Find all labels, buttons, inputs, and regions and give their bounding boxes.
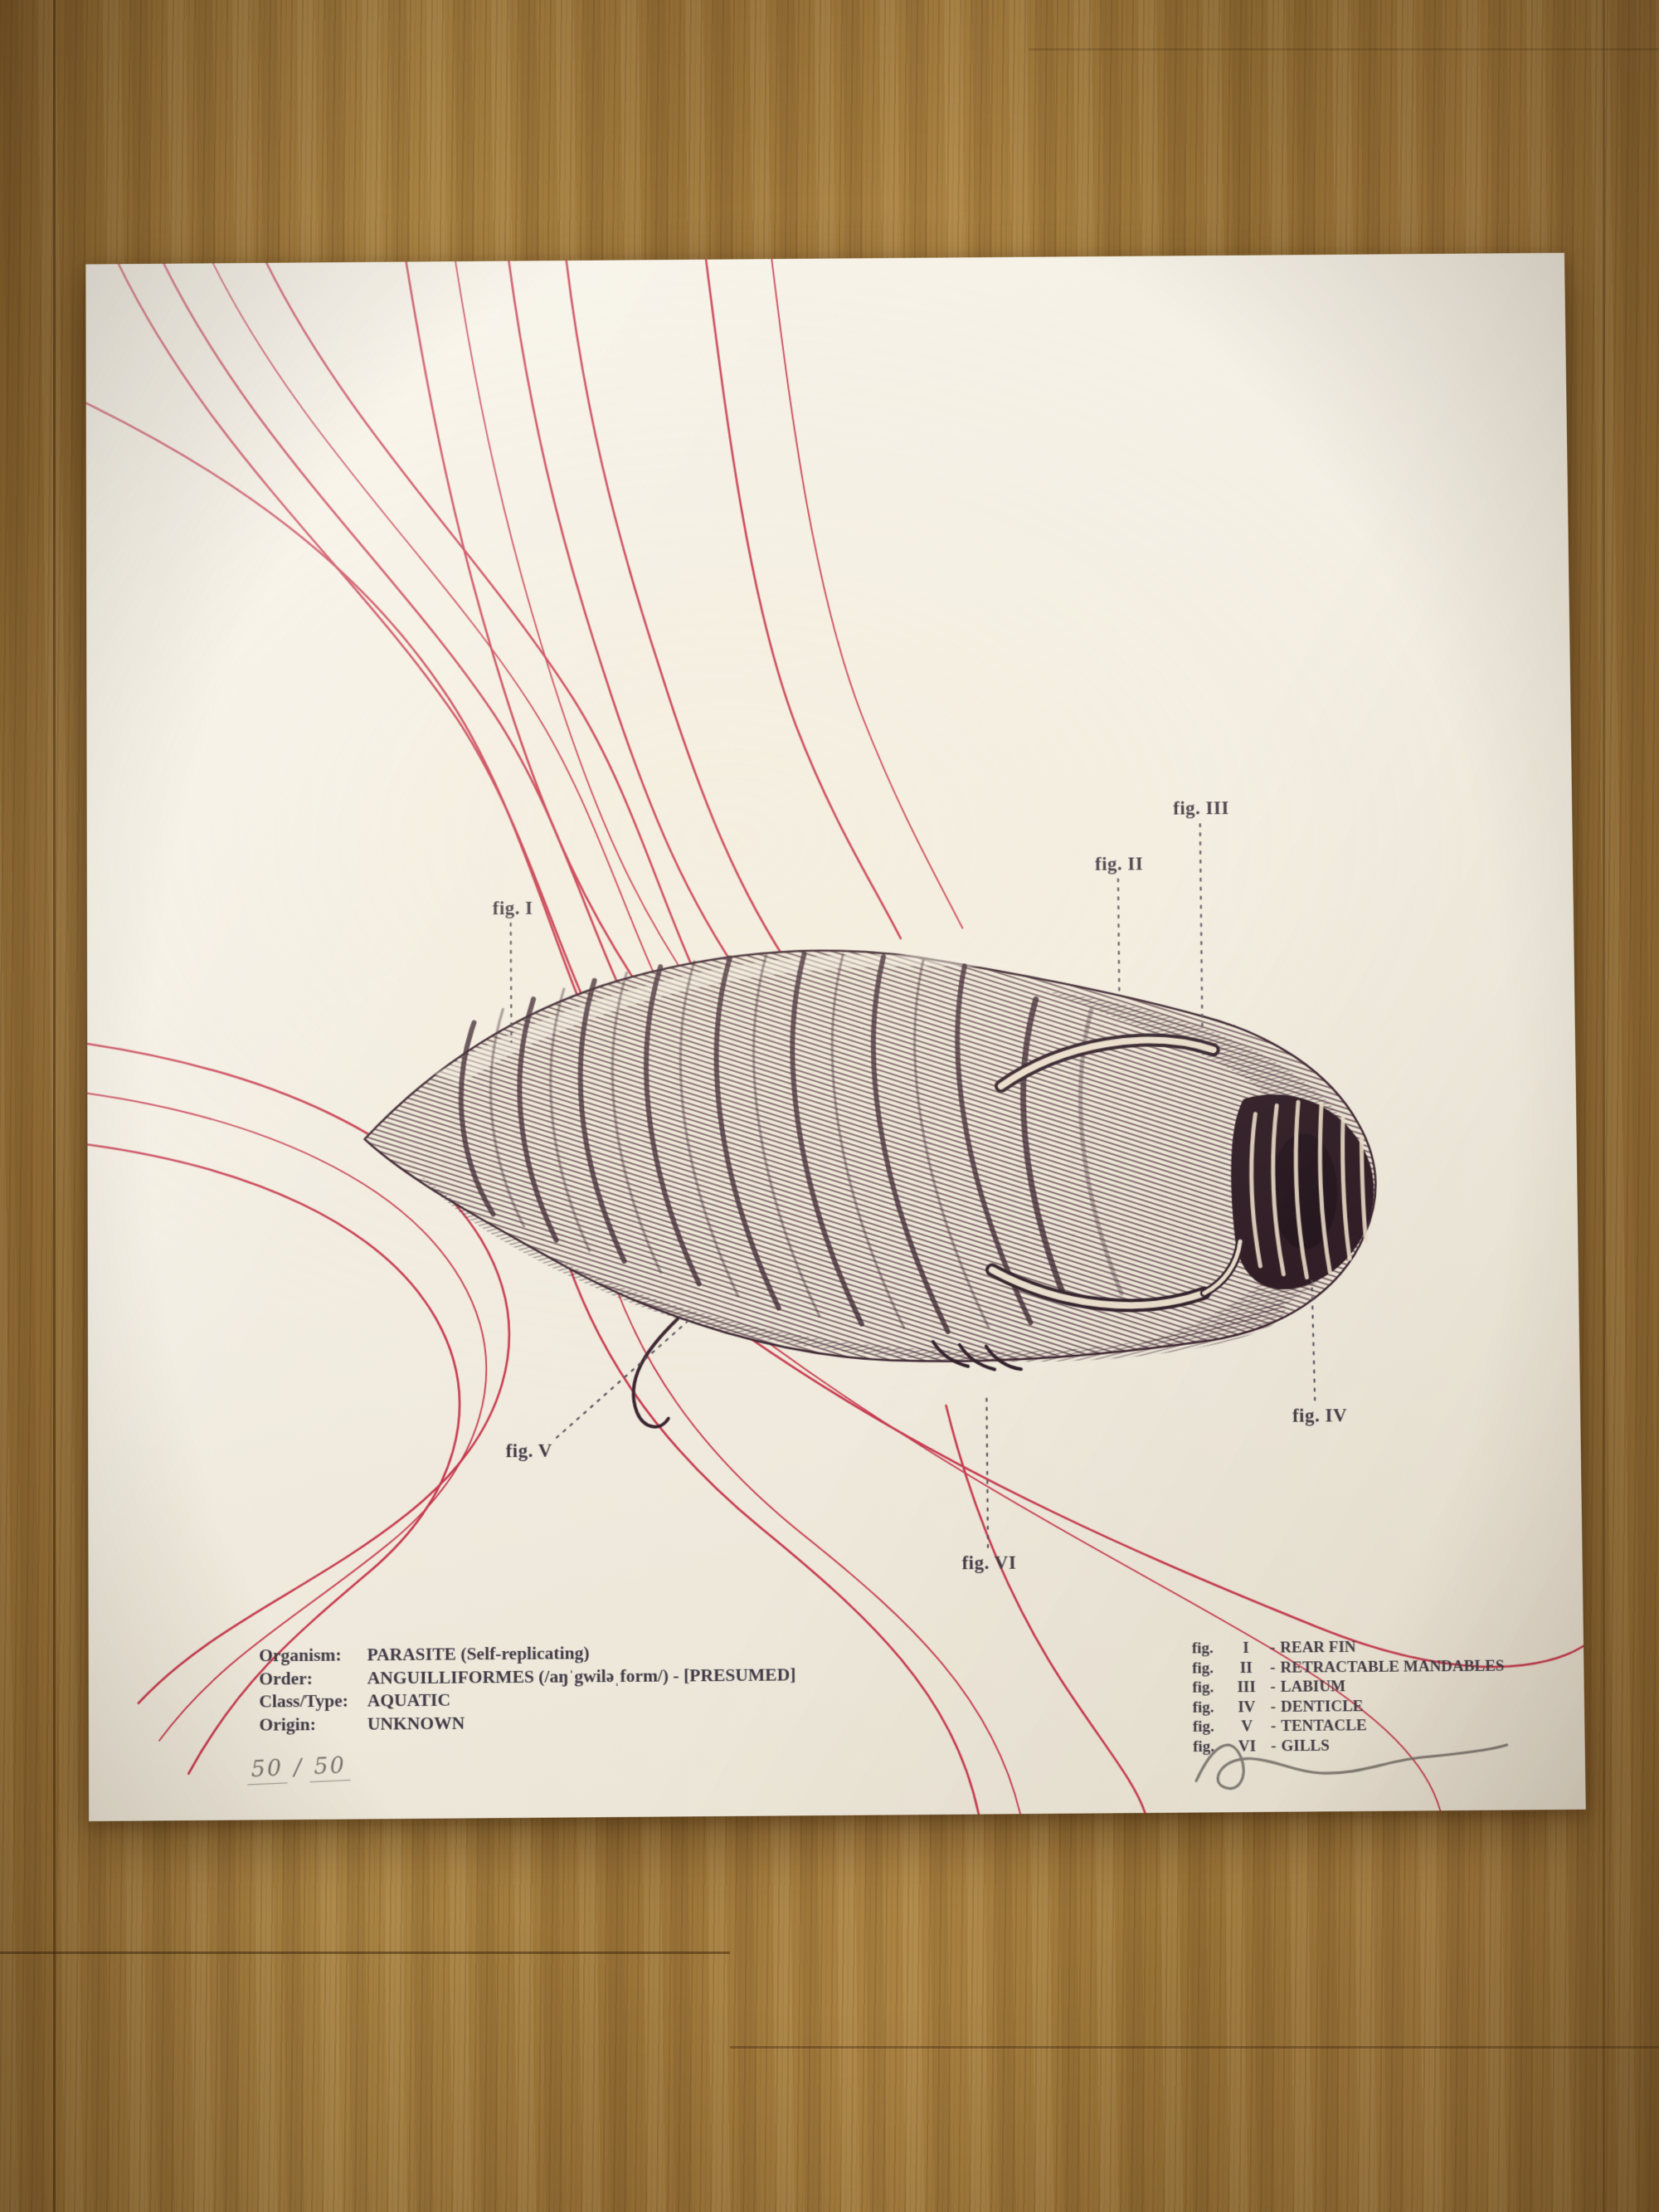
legend-numeral: III <box>1237 1678 1256 1697</box>
red-filament-line <box>86 399 600 1052</box>
taxonomy-row: Origin: UNKNOWN <box>259 1709 795 1737</box>
legend-row: fig. V - TENTACLE <box>1193 1715 1506 1737</box>
legend-numeral: VI <box>1238 1737 1257 1756</box>
legend-fig: fig. <box>1191 1640 1214 1658</box>
plank-seam <box>53 0 56 2212</box>
edition-denominator: 50 <box>309 1752 351 1783</box>
taxonomy-label: Class/Type: <box>259 1690 348 1712</box>
taxonomy-value: PARASITE (Self-replicating) <box>367 1643 590 1665</box>
legend-separator: - <box>1269 1639 1276 1657</box>
legend-name: REAR FIN <box>1280 1638 1356 1657</box>
legend-fig: fig. <box>1192 1659 1214 1678</box>
taxonomy-value: AQUATIC <box>367 1689 451 1711</box>
red-filament-line <box>455 260 697 996</box>
parasite-illustration <box>364 947 1379 1430</box>
red-filament-line <box>706 258 901 940</box>
mandible-limb <box>989 1267 1209 1309</box>
legend-separator: - <box>1270 1659 1276 1677</box>
leader-line-fig-2 <box>1118 879 1119 996</box>
art-print-paper: fig. I fig. II fig. III fig. IV fig. V f… <box>85 252 1586 1822</box>
legend-fig: fig. <box>1192 1698 1214 1717</box>
red-filament-line <box>508 259 747 987</box>
legend-row: fig. III - LABIUM <box>1192 1676 1505 1698</box>
fig-label-5: fig. V <box>505 1440 552 1462</box>
legend-numeral: V <box>1241 1717 1253 1736</box>
artwork-svg <box>85 253 1585 1821</box>
edition-numerator: 50 <box>246 1755 288 1786</box>
legend-block: fig. I - REAR FIN fig. II - RETRACTABLE … <box>1192 1636 1506 1756</box>
fig-label-3: fig. III <box>1173 797 1229 819</box>
legend-numeral: I <box>1243 1639 1249 1657</box>
legend-separator: - <box>1270 1678 1276 1696</box>
legend-name: TENTACLE <box>1281 1717 1367 1736</box>
legend-separator: - <box>1270 1698 1277 1716</box>
legend-separator: - <box>1271 1737 1277 1755</box>
fig-label-2: fig. II <box>1094 853 1144 875</box>
gill-slits <box>931 1340 1023 1372</box>
gill-slit-line <box>957 1342 996 1372</box>
mouth-inner <box>1270 1133 1338 1250</box>
gill-slit-line <box>984 1344 1023 1371</box>
red-filament-line <box>119 261 616 1069</box>
edition-separator: / <box>293 1754 304 1781</box>
taxonomy-label: Order: <box>259 1668 313 1688</box>
leader-line-fig-6 <box>986 1393 988 1547</box>
legend-row: fig. I - REAR FIN <box>1192 1636 1505 1659</box>
legend-numeral: IV <box>1238 1698 1256 1716</box>
plank-seam <box>1029 48 1659 51</box>
legend-fig: fig. <box>1192 1717 1214 1736</box>
plank-seam <box>1603 0 1605 2212</box>
fig-label-4: fig. IV <box>1292 1405 1348 1426</box>
red-filament-line <box>567 259 796 978</box>
plank-seam <box>730 2046 1659 2049</box>
plank-seam <box>0 1951 730 1954</box>
legend-name: LABIUM <box>1280 1678 1346 1696</box>
legend-row: fig. IV - DENTICLE <box>1193 1695 1506 1717</box>
fig-label-6: fig. VI <box>961 1552 1017 1574</box>
taxonomy-value: UNKNOWN <box>367 1713 465 1734</box>
taxonomy-label: Origin: <box>259 1713 316 1735</box>
taxonomy-label: Organism: <box>259 1644 342 1666</box>
edition-number: 50/50 <box>246 1752 351 1786</box>
legend-fig: fig. <box>1193 1737 1215 1756</box>
red-filament-line <box>946 1404 1145 1815</box>
red-filament-line <box>771 257 962 929</box>
taxonomy-value: ANGUILLIFORMES (/aŋˈgwiləˌform/) - [PRES… <box>367 1664 796 1688</box>
top-highlight <box>434 953 1039 1084</box>
legend-row: fig. II - RETRACTABLE MANDABLES <box>1192 1656 1505 1678</box>
legend-numeral: II <box>1239 1659 1253 1677</box>
fig-label-1: fig. I <box>492 897 533 919</box>
taxonomy-block: Organism: PARASITE (Self-replicating) Or… <box>259 1640 796 1737</box>
leader-line-fig-1 <box>511 923 512 1042</box>
legend-fig: fig. <box>1192 1678 1214 1697</box>
head-shading <box>1045 988 1365 1344</box>
gill-slit-line <box>931 1340 970 1368</box>
legend-row: fig. VI - GILLS <box>1193 1735 1506 1757</box>
leader-line-fig-3 <box>1200 824 1203 1028</box>
mandible-limbs <box>989 1040 1240 1313</box>
legend-separator: - <box>1270 1717 1277 1736</box>
tentacle <box>633 1318 679 1426</box>
legend-name: RETRACTABLE MANDABLES <box>1280 1657 1505 1677</box>
parasite-body <box>364 947 1378 1367</box>
belly-shading <box>418 1167 1287 1367</box>
legend-name: GILLS <box>1281 1737 1330 1755</box>
red-filament-line <box>266 260 732 1047</box>
legend-name: DENTICLE <box>1280 1697 1364 1716</box>
